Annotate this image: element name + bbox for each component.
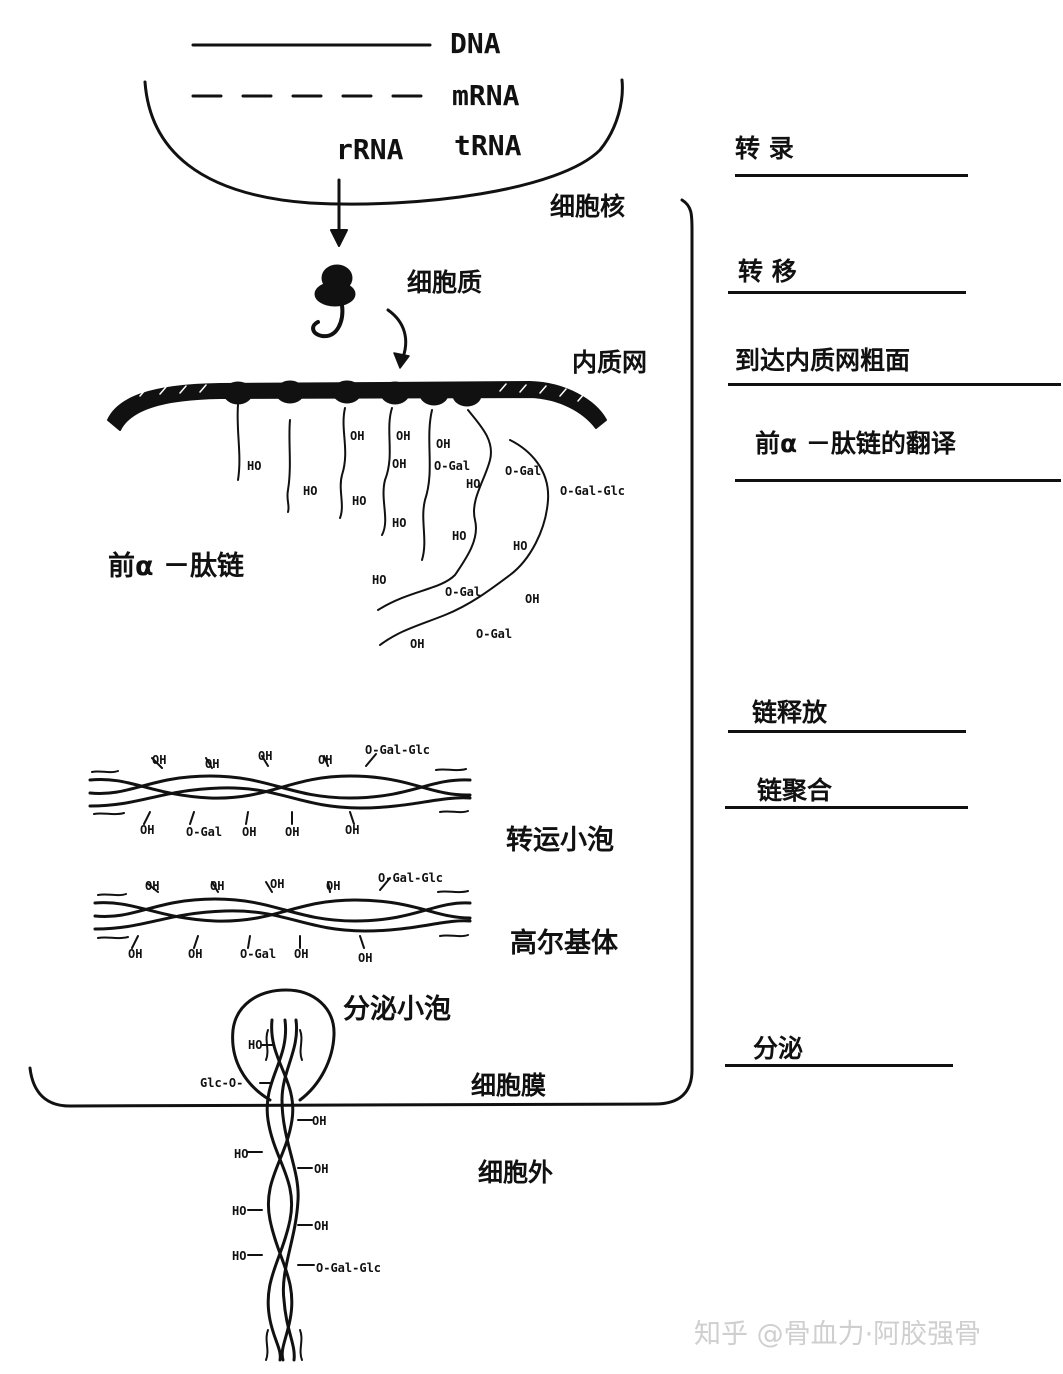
annot-oh: OH (285, 825, 299, 839)
annot-oh: OH (258, 749, 272, 763)
stage-divider (728, 383, 1061, 386)
annot-glc-o: Glc-O- (200, 1076, 243, 1090)
annot-ho: HO (247, 459, 261, 473)
annot-oh: OH (242, 825, 256, 839)
annot-o-gal: O-Gal (186, 825, 222, 839)
legend-dna: DNA (450, 27, 501, 60)
chemical-annotations: HO HO OH HO OH OH HO OH O-Gal HO O-Gal H… (128, 429, 625, 1275)
annot-oh: OH (294, 947, 308, 961)
annot-ho: HO (232, 1204, 246, 1218)
stage-translation: 前α －肽链的翻译 (755, 429, 956, 458)
stage-transcription: 转 录 (735, 134, 794, 163)
label-secretory-vesicle: 分泌小泡 (343, 994, 451, 1025)
annot-oh: OH (188, 947, 202, 961)
annot-o-gal: O-Gal (240, 947, 276, 961)
stage-divider (725, 806, 968, 809)
annot-oh: OH (140, 823, 154, 837)
annot-o-gal-glc: O-Gal-Glc (560, 484, 625, 498)
stage-divider (735, 479, 1061, 482)
label-er: 内质网 (572, 348, 648, 377)
label-cytoplasm: 细胞质 (407, 268, 483, 297)
annot-o-gal-glc: O-Gal-Glc (316, 1261, 381, 1275)
annot-oh: OH (318, 753, 332, 767)
annot-o-gal: O-Gal (445, 585, 481, 599)
annot-o-gal: O-Gal (476, 627, 512, 641)
annot-oh: OH (392, 457, 406, 471)
label-transport-vesicle: 转运小泡 (506, 825, 614, 856)
er-arrow (386, 308, 408, 362)
annot-o-gal-glc: O-Gal-Glc (378, 871, 443, 885)
stage-transfer: 转 移 (738, 257, 797, 286)
annot-ho: HO (392, 516, 406, 530)
stage-divider (728, 291, 966, 294)
annot-o-gal-glc: O-Gal-Glc (365, 743, 430, 757)
annot-o-gal: O-Gal (505, 464, 541, 478)
label-membrane: 细胞膜 (471, 1071, 547, 1100)
annot-ho: HO (303, 484, 317, 498)
label-pre-alpha-chain: 前α －肽链 (108, 551, 244, 582)
annot-ho: HO (513, 539, 527, 553)
annot-oh: OH (128, 947, 142, 961)
annot-ho: HO (232, 1249, 246, 1263)
secreted-collagen-helix (247, 1018, 315, 1362)
annot-oh: OH (410, 637, 424, 651)
er-arrow-head (393, 352, 410, 369)
watermark: 知乎 @骨血力·阿胶强骨 (694, 1319, 982, 1350)
stage-chain-assembly: 链聚合 (757, 776, 833, 805)
annot-oh: OH (145, 879, 159, 893)
annot-oh: OH (270, 877, 284, 891)
er-hatching (139, 383, 585, 402)
label-golgi: 高尔基体 (510, 928, 618, 959)
stage-divider (735, 174, 968, 177)
annot-ho: HO (372, 573, 386, 587)
golgi-helix (93, 877, 472, 949)
annot-oh: OH (205, 757, 219, 771)
annot-oh: OH (436, 437, 450, 451)
secretory-vesicle-outline (231, 988, 336, 1102)
annot-oh: OH (525, 592, 539, 606)
annot-oh: OH (345, 823, 359, 837)
stage-chain-release: 链释放 (752, 698, 828, 727)
label-nucleus: 细胞核 (550, 192, 626, 221)
legend-trna: tRNA (454, 129, 522, 162)
annot-oh: OH (314, 1162, 328, 1176)
annot-o-gal: O-Gal (434, 459, 470, 473)
label-extracellular: 细胞外 (478, 1158, 554, 1187)
legend-mrna: mRNA (452, 79, 520, 112)
ribosome-icon (311, 264, 356, 339)
export-arrow-head (330, 229, 348, 247)
stage-divider (725, 1064, 953, 1067)
annot-oh: OH (358, 951, 372, 965)
er-ribosomes (223, 380, 482, 407)
annot-ho: HO (248, 1038, 262, 1052)
annot-oh: OH (350, 429, 364, 443)
cell-boundary (28, 198, 694, 1108)
stage-divider (728, 730, 966, 733)
transport-vesicle-helix (88, 753, 472, 825)
annot-oh: OH (326, 879, 340, 893)
stage-secretion: 分泌 (753, 1034, 804, 1063)
nucleus-outline (143, 78, 624, 206)
annot-oh: OH (312, 1114, 326, 1128)
stage-reach-rough-er: 到达内质网粗面 (735, 346, 911, 375)
annot-oh: OH (314, 1219, 328, 1233)
peptide-chains (236, 404, 550, 646)
annot-ho: HO (452, 529, 466, 543)
annot-oh: OH (210, 879, 224, 893)
annot-ho: HO (234, 1147, 248, 1161)
annot-ho: HO (352, 494, 366, 508)
annot-ho: HO (466, 477, 480, 491)
annot-oh: OH (396, 429, 410, 443)
annot-oh: OH (152, 753, 166, 767)
legend-rrna: rRNA (336, 133, 404, 166)
